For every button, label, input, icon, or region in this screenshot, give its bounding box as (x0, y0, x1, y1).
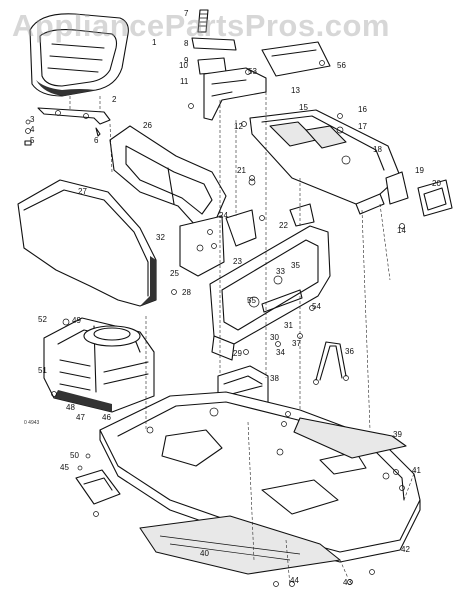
part-number-9: 9 (184, 56, 189, 65)
part-number-33: 33 (276, 267, 285, 276)
diagram-reference-code: 0 4943 (24, 420, 40, 426)
bracket-illustration (179, 178, 315, 277)
part-number-25: 25 (170, 269, 179, 278)
part-number-39: 39 (393, 430, 402, 439)
part-number-38: 38 (270, 374, 279, 383)
brace-rod-illustration (313, 341, 349, 385)
part-number-55: 55 (247, 296, 256, 305)
part-number-41: 41 (412, 466, 421, 475)
part-number-50: 50 (70, 451, 79, 460)
seat-illustration (29, 13, 129, 97)
part-number-42: 42 (401, 545, 410, 554)
dash-panel-illustration (209, 225, 331, 361)
part-number-37: 37 (292, 339, 301, 348)
seat-bracket-illustration (24, 96, 111, 146)
part-number-47: 47 (76, 413, 85, 422)
part-number-6: 6 (94, 136, 99, 145)
part-number-8: 8 (184, 39, 189, 48)
part-number-1: 1 (152, 38, 157, 47)
part-number-49: 49 (72, 316, 81, 325)
part-number-15: 15 (299, 103, 308, 112)
part-number-51: 51 (38, 366, 47, 375)
hardware-glyphs (171, 103, 405, 587)
part-number-35: 35 (291, 261, 300, 270)
part-number-12: 12 (234, 122, 243, 131)
part-number-16: 16 (358, 105, 367, 114)
part-number-44: 44 (290, 576, 299, 585)
part-number-11: 11 (180, 77, 189, 86)
part-number-56: 56 (337, 61, 346, 70)
part-number-36: 36 (345, 347, 354, 356)
part-number-24: 24 (219, 211, 228, 220)
part-number-46: 46 (102, 413, 111, 422)
part-number-5: 5 (30, 136, 35, 145)
part-number-32: 32 (156, 233, 165, 242)
part-number-2: 2 (112, 95, 117, 104)
part-number-53: 53 (248, 67, 257, 76)
part-number-14: 14 (397, 226, 406, 235)
part-number-28: 28 (182, 288, 191, 297)
latch-bracket-illustration (75, 453, 121, 517)
part-number-29: 29 (233, 349, 242, 358)
part-number-52: 52 (38, 315, 47, 324)
part-number-54: 54 (312, 302, 321, 311)
part-number-21: 21 (237, 166, 246, 175)
console-illustration (249, 109, 453, 217)
part-number-7: 7 (184, 9, 189, 18)
part-number-4: 4 (30, 125, 35, 134)
alignment-lines (109, 92, 417, 587)
engine-illustration (43, 317, 155, 413)
part-number-34: 34 (276, 348, 285, 357)
part-number-43: 43 (343, 578, 352, 587)
part-number-10: 10 (179, 61, 188, 70)
part-number-31: 31 (284, 321, 293, 330)
part-number-19: 19 (415, 166, 424, 175)
part-number-18: 18 (373, 145, 382, 154)
part-number-22: 22 (279, 221, 288, 230)
part-number-26: 26 (143, 121, 152, 130)
part-number-20: 20 (432, 179, 441, 188)
hood-illustration (17, 179, 157, 307)
part-number-30: 30 (270, 333, 279, 342)
part-number-3: 3 (30, 115, 35, 124)
side-panel-illustration (109, 125, 227, 227)
steering-bracket-illustration (191, 9, 331, 121)
part-number-27: 27 (78, 187, 87, 196)
part-number-45: 45 (60, 463, 69, 472)
part-number-13: 13 (291, 86, 300, 95)
part-number-40: 40 (200, 549, 209, 558)
part-number-48: 48 (66, 403, 75, 412)
part-number-17: 17 (358, 122, 367, 131)
part-number-23: 23 (233, 257, 242, 266)
